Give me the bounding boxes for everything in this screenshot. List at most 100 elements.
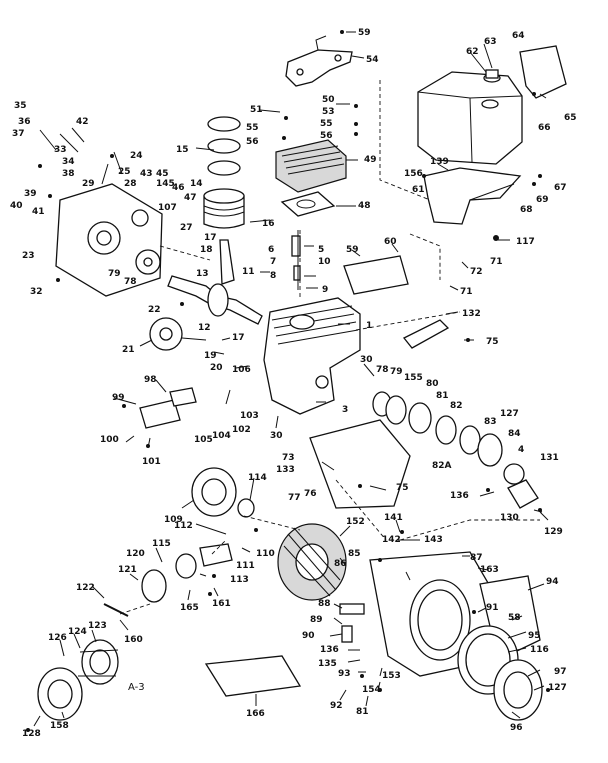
camshaft-gear [135,249,161,275]
bracket-part-54 [285,35,353,87]
callout-51: 51 [250,105,263,115]
callout-79: 79 [108,269,121,279]
callout-8: 8 [270,271,276,281]
callout-161: 161 [212,599,231,609]
callout-99: 99 [112,393,125,403]
callout-136b: 136 [320,645,339,655]
callout-93: 93 [338,669,351,679]
cover-plate-60 [343,255,409,295]
callout-12: 12 [198,323,211,333]
tank-bracket [423,167,522,225]
callout-101: 101 [142,457,161,467]
callout-85: 85 [348,549,361,559]
callout-91: 91 [486,603,499,613]
assembly-lines [119,80,540,615]
callout-32: 32 [30,287,43,297]
callout-48: 48 [358,201,371,211]
callout-78: 78 [124,277,137,287]
governor-arm [402,319,450,349]
callout-135: 135 [318,659,337,669]
drive-pulleys [37,639,119,721]
callout-65: 65 [564,113,577,123]
callout-16: 16 [262,219,275,229]
callout-141: 141 [384,513,403,523]
callout-labels: 59 54 63 62 64 35 36 37 34 33 42 38 24 2… [10,28,577,739]
callout-75b: 75 [396,483,409,493]
flywheel [277,523,347,601]
fasteners [26,30,550,732]
callout-3: 3 [342,405,348,415]
head-gasket [280,191,336,217]
callout-41: 41 [32,207,45,217]
callout-53: 53 [322,107,335,117]
ignition-brackets [339,603,365,643]
callout-156: 156 [404,169,423,179]
manual-booklet [204,655,302,697]
engine-block [263,297,361,415]
callout-71b: 71 [460,287,473,297]
callout-111: 111 [236,561,255,571]
callout-17: 17 [204,233,217,243]
callout-11: 11 [242,267,255,277]
cylinder-head [275,139,347,193]
callout-126: 126 [48,633,67,643]
callout-154: 154 [362,685,381,695]
callout-66: 66 [538,123,551,133]
callout-19: 19 [204,351,217,361]
callout-56b: 56 [320,131,333,141]
callout-163: 163 [480,565,499,575]
callout-165: 165 [180,603,199,613]
callout-114: 114 [248,473,267,483]
callout-106: 106 [232,365,251,375]
seal-rings [372,391,481,455]
callout-112: 112 [174,521,193,531]
callout-104: 104 [212,431,231,441]
callout-17b: 17 [232,333,245,343]
callout-139: 139 [430,157,449,167]
callout-92: 92 [330,701,343,711]
callout-160: 160 [124,635,143,645]
callout-73: 73 [282,453,295,463]
callout-14: 14 [190,179,203,189]
callout-59b: 59 [346,245,359,255]
callout-30: 30 [360,355,373,365]
callout-45: 45 [156,169,169,179]
callout-142: 142 [382,535,401,545]
callout-155: 155 [404,373,423,383]
callout-71: 71 [490,257,503,267]
piston [203,188,245,229]
callout-29: 29 [82,179,95,189]
callout-90: 90 [302,631,315,641]
callout-10: 10 [318,257,331,267]
callout-50: 50 [322,95,335,105]
callout-110: 110 [256,549,275,559]
callout-59: 59 [358,28,371,38]
callout-63: 63 [484,37,497,47]
callout-129: 129 [544,527,563,537]
callout-89: 89 [310,615,323,625]
clutch-assembly [141,543,233,603]
callout-132: 132 [462,309,481,319]
callout-97: 97 [554,667,567,677]
callout-121: 121 [118,565,137,575]
callout-81: 81 [436,391,449,401]
callout-72: 72 [470,267,483,277]
callout-39: 39 [24,189,37,199]
callout-107: 107 [158,203,177,213]
callout-54: 54 [366,55,379,65]
callout-83: 83 [484,417,497,427]
callout-69: 69 [536,195,549,205]
callout-131: 131 [540,453,559,463]
fuel-tank [417,69,523,165]
pulley-shaft [103,603,129,617]
callout-20: 20 [210,363,223,373]
callout-34: 34 [62,157,75,167]
callout-1: 1 [366,321,372,331]
valve-parts [291,230,301,290]
callout-120: 120 [126,549,145,559]
connecting-rod [219,239,235,285]
callout-4: 4 [518,445,524,455]
callout-47: 47 [184,193,197,203]
